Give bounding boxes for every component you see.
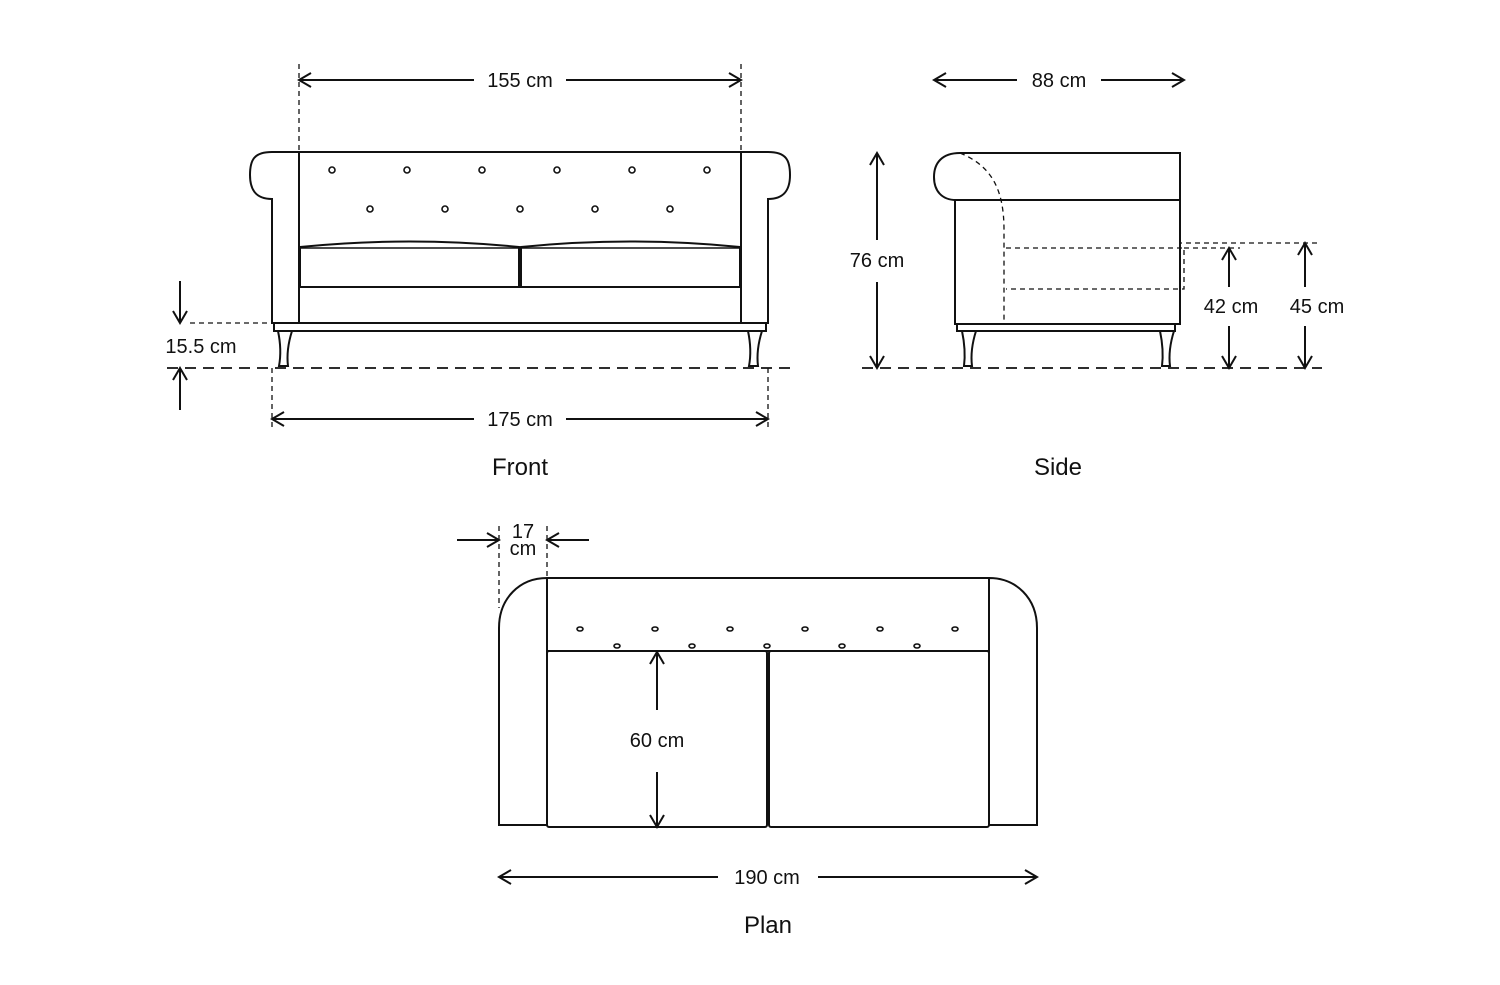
front-view-title: Front bbox=[492, 454, 548, 481]
front-plinth bbox=[273, 322, 767, 332]
side-height-label: 76 cm bbox=[850, 250, 904, 272]
front-backrest bbox=[298, 151, 742, 324]
front-leg-left bbox=[277, 330, 293, 367]
button-tuft bbox=[726, 626, 734, 632]
front-inner-width-label: 155 cm bbox=[487, 70, 553, 92]
front-overall-width-label: 175 cm bbox=[487, 409, 553, 431]
button-tuft bbox=[591, 205, 599, 213]
side-depth-label: 88 cm bbox=[1032, 70, 1086, 92]
button-tuft bbox=[576, 626, 584, 632]
side-body bbox=[954, 199, 1181, 325]
plan-arm-width-unit: cm bbox=[510, 538, 537, 560]
button-tuft bbox=[651, 626, 659, 632]
plan-seat-depth-label: 60 cm bbox=[630, 730, 684, 752]
front-arm-left bbox=[248, 151, 300, 324]
side-view: 88 cm 76 cm 42 cm 45 cm Side bbox=[850, 70, 1344, 481]
front-arm-right bbox=[740, 151, 792, 324]
plan-arm-right bbox=[988, 576, 1038, 826]
side-leg-front bbox=[961, 330, 977, 367]
side-back-hidden-line bbox=[959, 152, 1005, 324]
side-seat-height-cushion-label: 42 cm bbox=[1204, 296, 1258, 318]
button-tuft bbox=[913, 643, 921, 649]
front-leg-right bbox=[747, 330, 763, 367]
button-tuft bbox=[703, 166, 711, 174]
button-tuft bbox=[553, 166, 561, 174]
plan-arm-width-value: 17 bbox=[512, 521, 534, 543]
plan-tufting-buttons bbox=[576, 626, 959, 649]
button-tuft bbox=[838, 643, 846, 649]
side-plinth bbox=[956, 323, 1176, 332]
button-tuft bbox=[801, 626, 809, 632]
button-tuft bbox=[628, 166, 636, 174]
front-tufting-buttons bbox=[328, 166, 711, 213]
button-tuft bbox=[328, 166, 336, 174]
side-seat-height-top-label: 45 cm bbox=[1290, 296, 1344, 318]
button-tuft bbox=[876, 626, 884, 632]
plan-view: 17 cm 60 cm 190 cm Plan bbox=[457, 521, 1039, 939]
side-cushion-hidden-line bbox=[1006, 247, 1185, 290]
front-leg-height-label: 15.5 cm bbox=[165, 336, 236, 358]
plan-view-title: Plan bbox=[744, 912, 792, 939]
button-tuft bbox=[516, 205, 524, 213]
side-arm-roll bbox=[932, 152, 1181, 201]
front-view: 155 cm 175 cm 15.5 cm Front bbox=[165, 64, 792, 481]
button-tuft bbox=[763, 643, 771, 649]
button-tuft bbox=[666, 205, 674, 213]
front-seat-cushion-right bbox=[520, 240, 741, 288]
plan-backrest bbox=[546, 577, 990, 652]
plan-arm-left bbox=[498, 576, 548, 826]
button-tuft bbox=[688, 643, 696, 649]
button-tuft bbox=[441, 205, 449, 213]
button-tuft bbox=[366, 205, 374, 213]
plan-seat-cushion-right bbox=[768, 650, 990, 828]
button-tuft bbox=[613, 643, 621, 649]
button-tuft bbox=[478, 166, 486, 174]
front-seat-cushion-left bbox=[299, 240, 520, 288]
side-leg-back bbox=[1159, 330, 1175, 367]
plan-overall-width-label: 190 cm bbox=[734, 867, 800, 889]
button-tuft bbox=[951, 626, 959, 632]
side-view-title: Side bbox=[1034, 454, 1082, 481]
button-tuft bbox=[403, 166, 411, 174]
